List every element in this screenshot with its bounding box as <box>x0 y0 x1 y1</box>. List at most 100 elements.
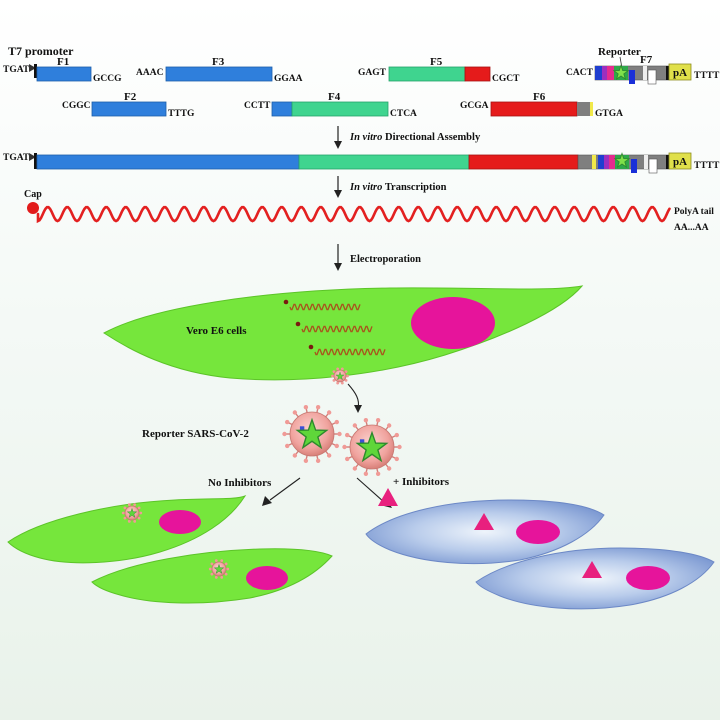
t7-promoter-arrow <box>29 64 36 72</box>
virion-spike-tip <box>282 431 287 437</box>
virion-spike-tip <box>334 443 339 449</box>
virion-spike-tip <box>303 404 309 410</box>
virion-spike-tip <box>363 417 369 423</box>
f7-block-black <box>666 66 669 80</box>
fragment-f2-label: F2 <box>124 91 137 103</box>
assembly-step-label: In vitro Directional Assembly <box>349 132 481 143</box>
virion-spike-tip <box>386 423 392 428</box>
assembly-right-overhang: TTTT <box>694 161 720 171</box>
f7-block-tab <box>629 70 635 84</box>
with-inhibitors-label: + Inhibitors <box>393 476 450 488</box>
virion-spike-tip <box>342 444 347 450</box>
intracellular-rna-2 <box>301 325 373 333</box>
electroporation-step-arrowhead <box>334 263 342 271</box>
assembly-purple-stripe <box>604 155 609 169</box>
virion-spike-tip <box>344 379 348 382</box>
transcription-step-arrowhead <box>334 190 342 198</box>
infected-cell-1-nucleus <box>159 510 201 534</box>
virion-spike-tip <box>340 367 344 371</box>
f3-left-overhang: AAAC <box>136 68 164 78</box>
infected-cell-2-virion <box>208 559 230 579</box>
reporter-label: Reporter <box>598 46 641 58</box>
fragment-f4-blue-part <box>271 101 293 117</box>
f5-right-overhang: CGCT <box>492 74 520 84</box>
virion-spike-tip <box>332 379 336 382</box>
f7-left-overhang: CACT <box>566 68 594 78</box>
virion-spike-tip <box>210 572 214 576</box>
f4-left-overhang: CCTT <box>244 101 271 111</box>
assembled-construct: TGAT pA TTTT <box>3 152 720 174</box>
assembly-green-segment <box>298 154 470 170</box>
virion-spike-tip <box>315 458 321 464</box>
fragment-f6-label: F6 <box>533 91 546 103</box>
assembly-blue-stripe <box>598 155 604 169</box>
fragment-f1 <box>36 66 92 82</box>
f7-block-pink <box>607 66 614 80</box>
virion-spike-tip <box>224 562 228 566</box>
polya-box <box>668 63 692 81</box>
fragment-f6-yellow-part <box>590 102 593 116</box>
virion-spike-tip <box>332 370 336 373</box>
budding-virion <box>331 367 349 385</box>
f7-block-purple <box>602 66 607 80</box>
reporter-virus-label: Reporter SARS-CoV-2 <box>142 428 249 440</box>
virion-spike-tip <box>292 410 298 415</box>
virion-spike-tip <box>285 419 290 425</box>
fragment-row-1: T7 promoter TGAT F1 GCCG AAAC F3 GGAA GA… <box>3 44 720 85</box>
assembly-tab <box>631 159 637 173</box>
infected-cell-1 <box>7 494 247 564</box>
electroporation-step-label: Electroporation <box>350 254 421 265</box>
assembly-polya-box <box>668 152 692 170</box>
virion-spike-tip <box>334 419 339 425</box>
virion-spike-tip <box>133 503 137 507</box>
protected-cell-2-nucleus <box>626 566 670 590</box>
virion-spike-tip <box>285 443 290 449</box>
inhibitor-arrow <box>356 477 385 503</box>
intracellular-rna-cap-2 <box>295 321 301 327</box>
virion-spike-tip <box>127 503 131 507</box>
virion-spike-tip <box>139 511 143 515</box>
rna-transcript <box>36 205 671 224</box>
virion-spike-tip <box>220 575 224 579</box>
t7-promoter-block <box>34 64 37 78</box>
virion-spike-tip <box>336 381 340 385</box>
virion-spike-tip <box>346 374 349 378</box>
fragment-f6-red-part <box>490 101 578 117</box>
virion-spike-tip <box>340 381 344 385</box>
virion-spike-tip <box>326 410 332 415</box>
cap-label: Cap <box>24 189 42 200</box>
virion-spike-tip <box>214 575 218 579</box>
f7-block-white-a <box>643 66 647 80</box>
assembly-red-segment <box>468 154 579 170</box>
no-inhibitors-label: No Inhibitors <box>208 477 272 489</box>
f4-right-overhang: CTCA <box>390 109 417 119</box>
transcription-step-label: In vitro Transcription <box>349 182 447 193</box>
assembly-pink-stripe <box>609 155 615 169</box>
rna-cap <box>27 202 39 214</box>
f1-right-overhang: GCCG <box>93 74 122 84</box>
virion-spike-tip <box>214 559 218 563</box>
fragment-f3 <box>165 66 273 82</box>
t7-promoter-label: T7 promoter <box>8 44 74 58</box>
virion-spike-tip <box>208 567 212 571</box>
f6-left-overhang: GCGA <box>460 101 489 111</box>
fragment-f2 <box>91 101 167 117</box>
assembly-polya-box-label: pA <box>673 156 687 168</box>
protected-cell-1-inhibitor <box>474 513 494 530</box>
vero-cell-label: Vero E6 cells <box>186 325 247 337</box>
release-arrowhead <box>354 405 362 413</box>
fragment-f4-label: F4 <box>328 91 341 103</box>
assembly-promoter-arrow <box>29 153 36 161</box>
protected-cell-2-body <box>475 547 715 610</box>
f7-block-white-b <box>647 69 657 85</box>
virion-spike-tip <box>336 367 340 371</box>
virion-spike-tip <box>224 572 228 576</box>
virion-spike-tip <box>397 444 402 450</box>
virion-spike-tip <box>210 562 214 566</box>
assembly-yellow-stripe <box>592 155 596 169</box>
assembly-step-arrowhead <box>334 141 342 149</box>
f6-right-overhang: GTGA <box>595 109 623 119</box>
f1-left-overhang: TGAT <box>3 65 30 75</box>
virion-spike-tip <box>363 471 369 477</box>
